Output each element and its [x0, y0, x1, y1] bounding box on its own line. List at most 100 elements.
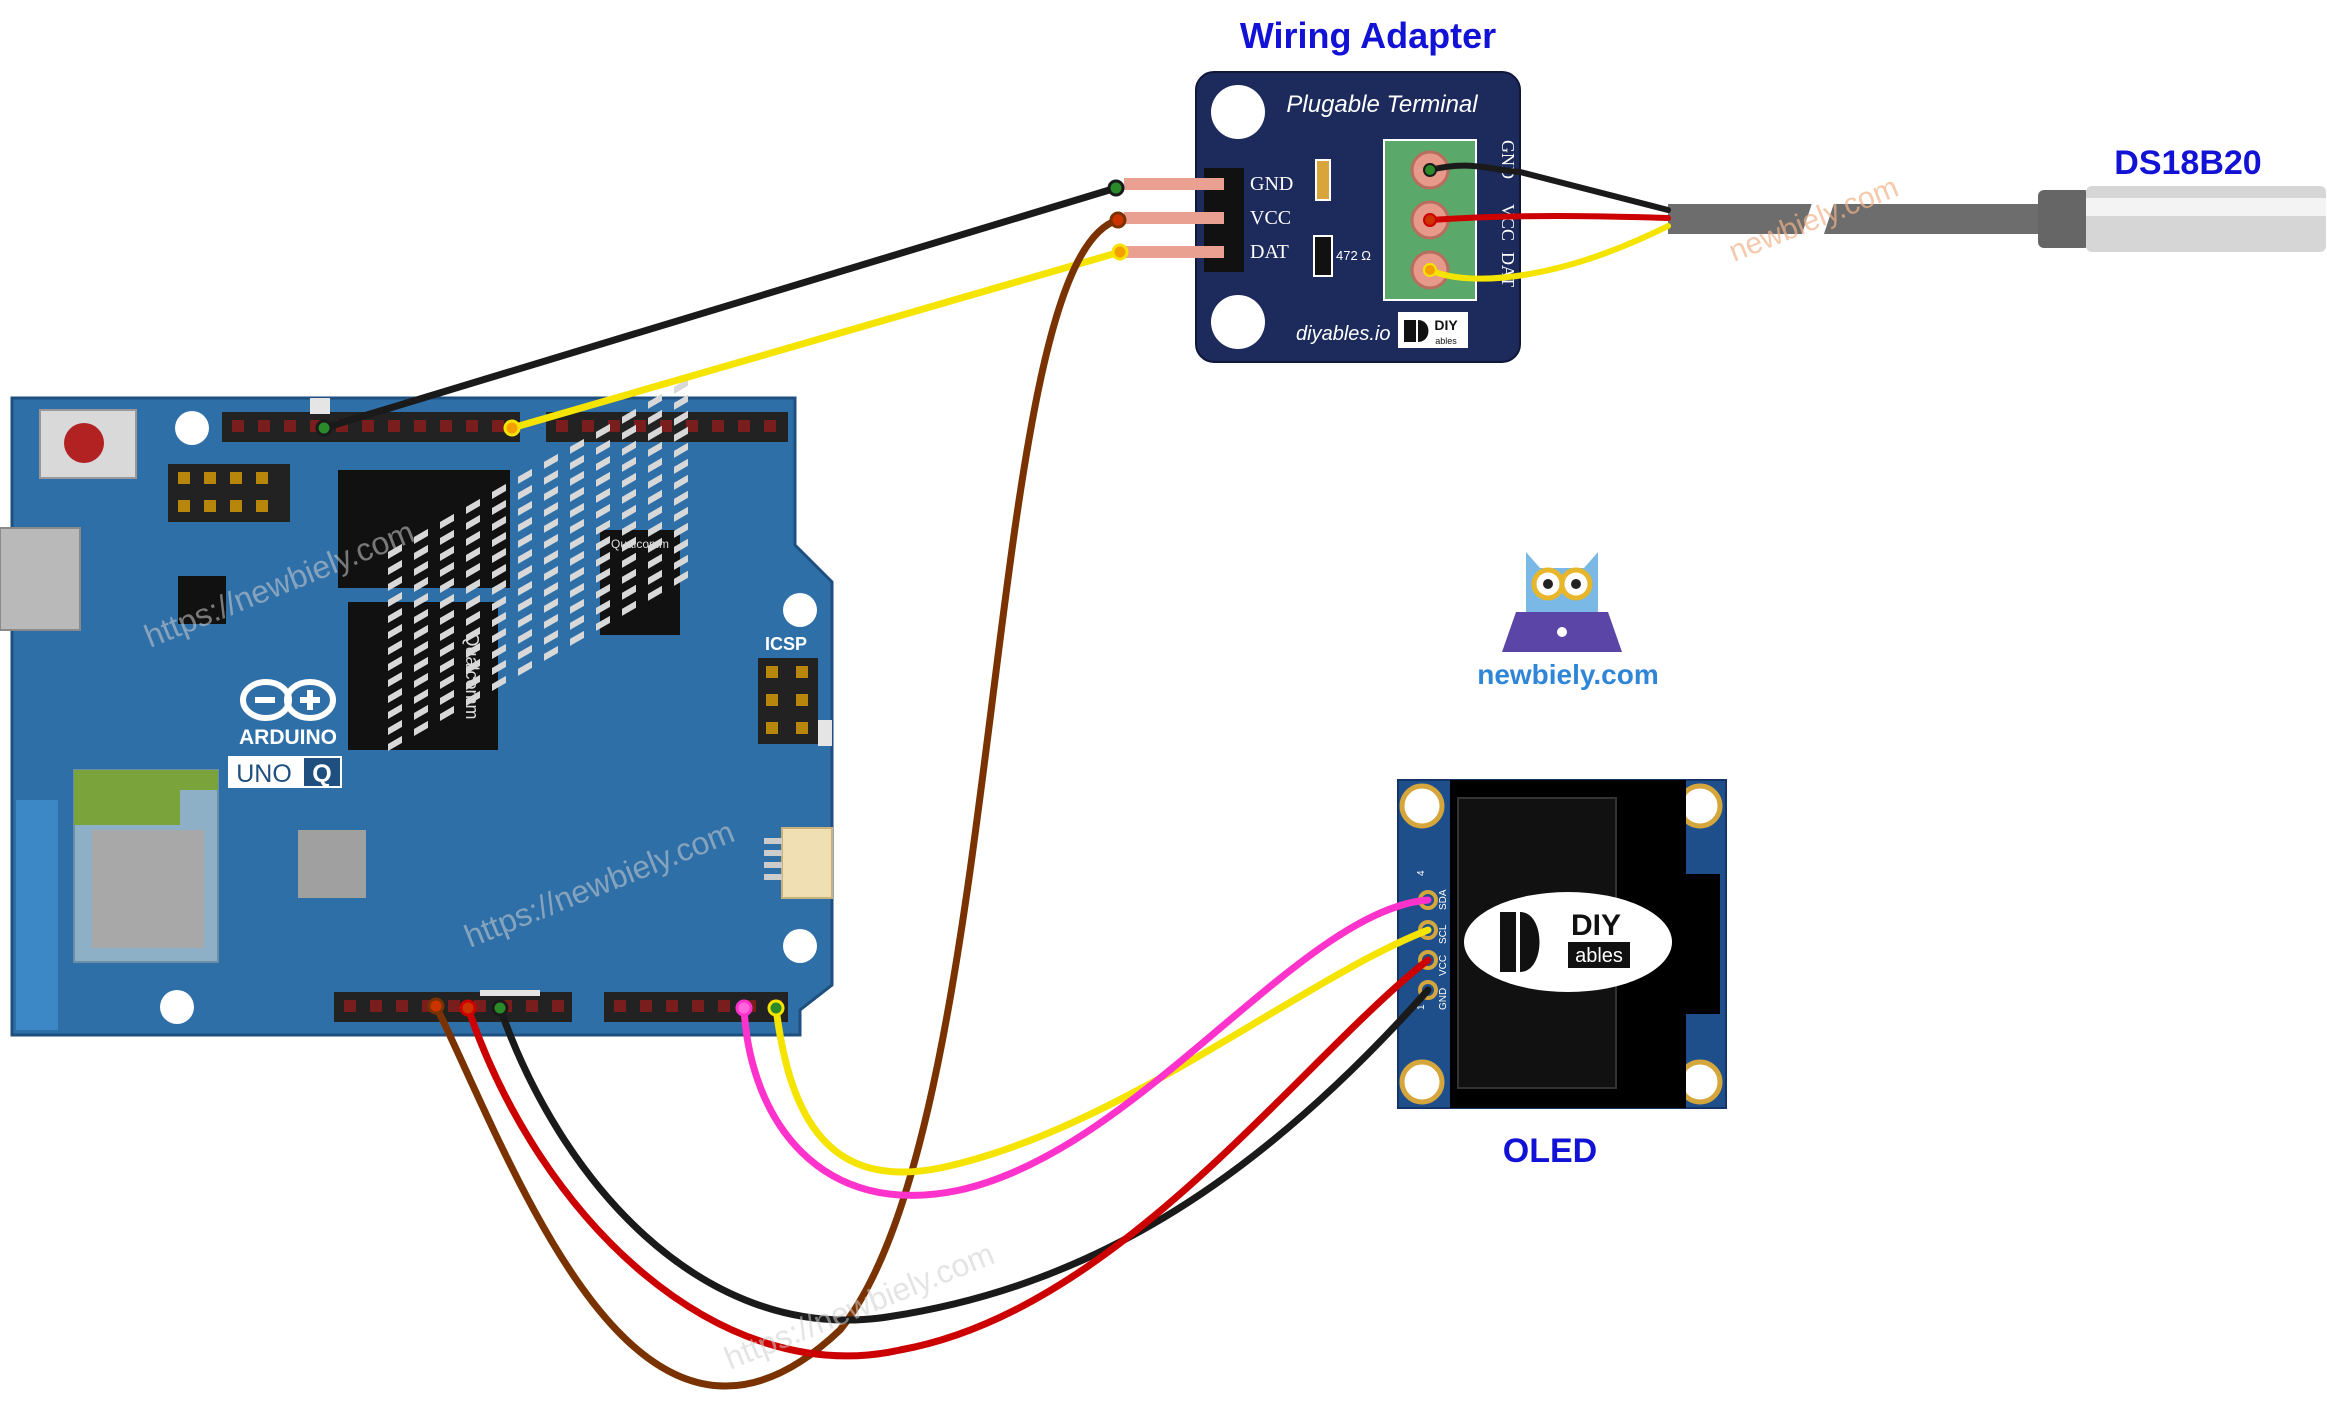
- led-dot: [648, 553, 662, 569]
- mount-hole: [160, 990, 194, 1024]
- led-dot: [414, 640, 428, 656]
- led-dot: [674, 570, 688, 586]
- led-dot: [414, 704, 428, 720]
- led-dot: [622, 536, 636, 552]
- led-dot: [466, 674, 480, 690]
- led-dot: [414, 528, 428, 544]
- led-dot: [414, 688, 428, 704]
- mount-hole: [1211, 85, 1265, 139]
- led-dot: [466, 498, 480, 514]
- led-dot: [492, 563, 506, 579]
- led-dot: [544, 613, 558, 629]
- led-dot: [388, 591, 402, 607]
- adapter-logo-bottom: ables: [1435, 336, 1457, 346]
- led-dot: [596, 599, 610, 615]
- led-dot: [440, 641, 454, 657]
- led-dot: [492, 579, 506, 595]
- led-dot: [648, 521, 662, 537]
- led-dot: [596, 423, 610, 439]
- led-dot: [414, 576, 428, 592]
- led-dot: [570, 550, 584, 566]
- capacitor: [1315, 159, 1331, 201]
- led-dot: [440, 545, 454, 561]
- oled-logo-top: DIY: [1571, 909, 1621, 942]
- wire-probe-yellow: [1427, 223, 1671, 282]
- arduino-logo: [240, 679, 336, 721]
- led-dot: [388, 687, 402, 703]
- led-dot: [570, 438, 584, 454]
- led-dot: [544, 453, 558, 469]
- led-dot: [570, 630, 584, 646]
- led-dot: [440, 705, 454, 721]
- led-dot: [414, 544, 428, 560]
- led-dot: [648, 505, 662, 521]
- led-dot: [518, 660, 532, 676]
- led-dot: [518, 532, 532, 548]
- adapter-pin-gnd: GND: [1250, 173, 1293, 195]
- led-dot: [518, 612, 532, 628]
- led-dot: [388, 735, 402, 751]
- mount-hole: [783, 929, 817, 963]
- led-dot: [674, 554, 688, 570]
- led-dot: [570, 614, 584, 630]
- led-dot: [440, 593, 454, 609]
- terminal-pin-vcc: VCC: [1498, 204, 1518, 241]
- led-dot: [648, 425, 662, 441]
- led-dot: [544, 581, 558, 597]
- led-dot: [388, 703, 402, 719]
- led-dot: [466, 642, 480, 658]
- led-dot: [440, 673, 454, 689]
- led-dot: [570, 454, 584, 470]
- led-dot: [596, 519, 610, 535]
- led-dot: [596, 471, 610, 487]
- led-dot: [570, 470, 584, 486]
- led-dot: [518, 548, 532, 564]
- led-dot: [518, 516, 532, 532]
- led-dot: [544, 597, 558, 613]
- wire-oled-vcc: [464, 956, 1432, 1360]
- led-dot: [648, 473, 662, 489]
- led-dot: [414, 672, 428, 688]
- oled-pin-scl: SCL: [1438, 924, 1449, 944]
- led-dot: [518, 564, 532, 580]
- led-dot: [388, 575, 402, 591]
- led-dot: [544, 565, 558, 581]
- led-dot: [492, 675, 506, 691]
- led-dot: [492, 611, 506, 627]
- qualcomm-chip-small: [600, 530, 680, 635]
- oled-pad: [1418, 950, 1438, 970]
- led-dot: [622, 440, 636, 456]
- arduino-board: Qualcomm Qualcomm ICSP ARDUINO UNO: [0, 378, 834, 1037]
- oled-pin-sda: SDA: [1438, 889, 1449, 910]
- usb-port: [0, 527, 81, 631]
- mount-hole: [1399, 783, 1445, 829]
- led-dot: [414, 656, 428, 672]
- wire-probe-red: [1427, 213, 1671, 223]
- led-dot: [544, 549, 558, 565]
- side-connector: [781, 827, 833, 899]
- arduino-brand: ARDUINO: [239, 726, 337, 749]
- led-dot: [466, 578, 480, 594]
- led-dot: [492, 643, 506, 659]
- led-dot: [622, 520, 636, 536]
- oled-pin-number-4: 4: [1416, 870, 1427, 876]
- led-dot: [388, 607, 402, 623]
- wire-gnd-adapter: [320, 184, 1120, 432]
- led-dot: [518, 580, 532, 596]
- led-dot: [492, 499, 506, 515]
- led-dot: [492, 531, 506, 547]
- led-dot: [518, 644, 532, 660]
- led-dot: [518, 468, 532, 484]
- led-dot: [596, 487, 610, 503]
- uno-label: UNO: [236, 760, 292, 788]
- adapter-logo-top: DIY: [1434, 317, 1458, 333]
- mount-hole: [1399, 1059, 1445, 1105]
- mount-hole: [175, 411, 209, 445]
- led-dot: [596, 455, 610, 471]
- led-dot: [596, 583, 610, 599]
- led-dot: [674, 490, 688, 506]
- adapter-title: Plugable Terminal: [1286, 91, 1478, 118]
- led-dot: [674, 394, 688, 410]
- led-dot: [388, 671, 402, 687]
